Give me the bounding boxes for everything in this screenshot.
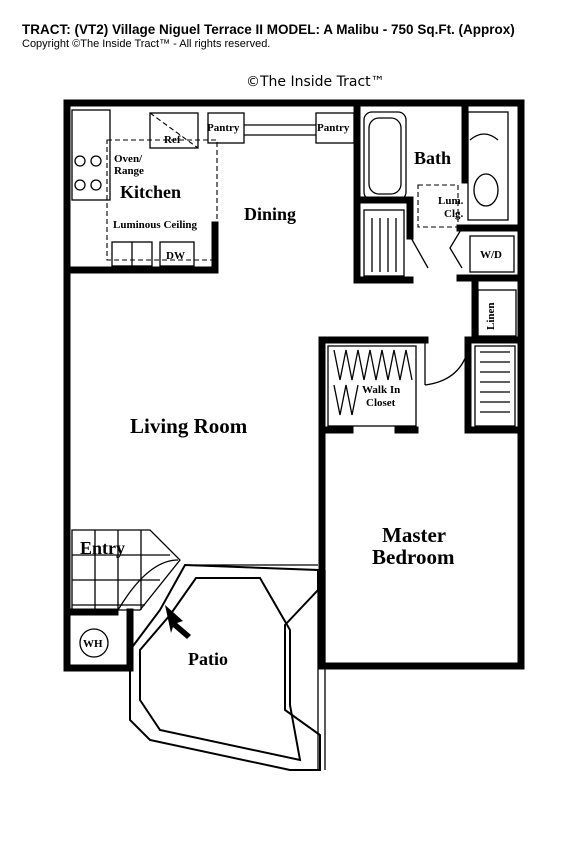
fixture-label-luminous-ceiling: Luminous Ceiling <box>113 219 198 231</box>
kitchen-fixtures <box>71 109 355 267</box>
room-label-master-line1: Master <box>382 523 446 547</box>
fixture-label-lum-line2: Clg. <box>444 208 464 220</box>
fixture-label-dw: DW <box>166 250 185 262</box>
bath-fixtures <box>363 111 515 273</box>
room-label-master-line2: Bedroom <box>372 545 455 569</box>
plan-title: TRACT: (VT2) Village Niguel Terrace II M… <box>22 22 515 37</box>
entry-arrow-icon <box>165 605 191 639</box>
fixture-label-wh: WH <box>83 638 103 650</box>
entry-patio <box>71 529 326 771</box>
copyright-notice: Copyright ©The Inside Tract™ - All right… <box>22 38 271 50</box>
fixture-label-closet-line1: Walk In <box>362 384 400 396</box>
fixture-label-oven-line1: Oven/ <box>114 153 143 165</box>
fixture-label-pantry-left: Pantry <box>207 122 240 134</box>
room-label-patio: Patio <box>188 649 228 669</box>
fixture-label-closet-line2: Closet <box>366 397 396 409</box>
fixture-label-pantry-right: Pantry <box>317 122 350 134</box>
watermark: ©The Inside Tract™ <box>246 74 385 90</box>
fixture-label-oven-line2: Range <box>114 165 144 177</box>
room-label-living-room: Living Room <box>130 414 248 438</box>
room-label-bath: Bath <box>414 148 451 168</box>
fixture-label-linen: Linen <box>485 302 497 330</box>
closet-hangers <box>327 209 517 427</box>
header: TRACT: (VT2) Village Niguel Terrace II M… <box>22 22 515 51</box>
interior-walls <box>63 99 525 670</box>
fixture-label-lum-line1: Lum. <box>438 195 464 207</box>
fixture-label-wd: W/D <box>480 249 502 261</box>
fixture-label-ref: Ref <box>164 134 181 146</box>
room-label-dining: Dining <box>244 204 296 224</box>
room-label-kitchen: Kitchen <box>120 182 181 202</box>
room-label-entry: Entry <box>80 538 125 558</box>
